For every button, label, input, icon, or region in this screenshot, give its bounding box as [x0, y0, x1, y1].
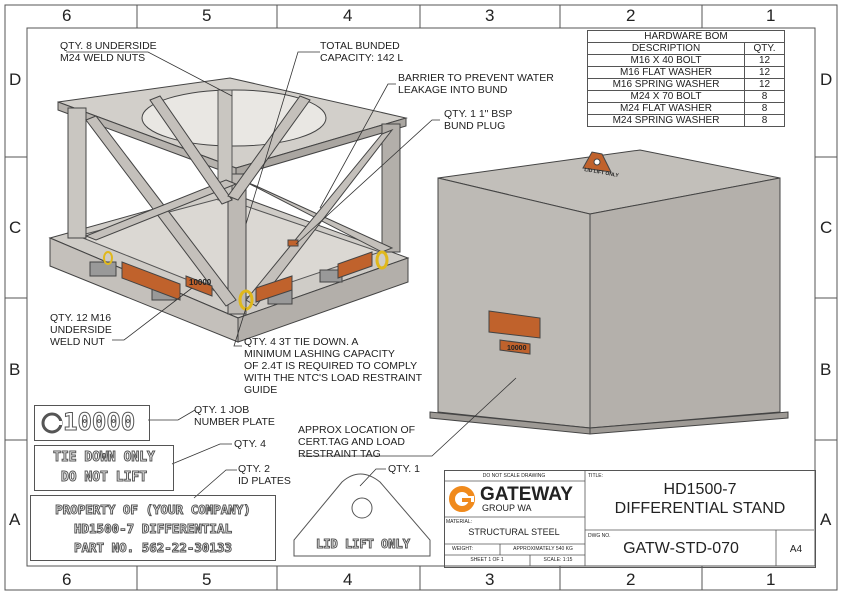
zone-col-5: 5 [202, 6, 212, 25]
id-plate-line3: PART NO. 562-22-30133 [73, 540, 233, 556]
gateway-logo-icon [449, 486, 475, 512]
gateway-g-icon [41, 412, 63, 434]
zone-row-c: C [9, 218, 22, 237]
zone-row-d-right: D [820, 70, 833, 89]
logo-name: GATEWAY [480, 484, 573, 505]
title-label: TITLE: [588, 473, 604, 479]
weight-label: WEIGHT: [452, 546, 473, 552]
sheet-label: SHEET 1 OF 1 [470, 557, 504, 563]
title-line1: HD1500-7 [663, 481, 737, 498]
zone-col-1: 1 [766, 6, 776, 25]
title-block [444, 470, 816, 568]
hardware-bom-table: HARDWARE BOM DESCRIPTION QTY. M16 X 40 B… [587, 30, 785, 127]
id-plate-line1: PROPERTY OF (YOUR COMPANY) [55, 502, 252, 518]
bom-cell: 8 [744, 114, 785, 127]
material-label: MATERIAL: [446, 519, 473, 525]
do-not-scale: DO NOT SCALE DRAWING [482, 473, 546, 479]
zone-col-4-bottom: 4 [343, 570, 353, 589]
zone-col-1-bottom: 1 [766, 570, 776, 589]
zone-row-b: B [9, 360, 21, 379]
zone-col-6: 6 [62, 6, 72, 25]
zone-col-5-bottom: 5 [202, 570, 212, 589]
zone-col-3-bottom: 3 [485, 570, 495, 589]
dwg-label: DWG NO. [588, 533, 611, 539]
zone-row-c-right: C [820, 218, 833, 237]
zone-col-2-bottom: 2 [626, 570, 636, 589]
note-tie-down: QTY. 4 3T TIE DOWN. A MINIMUM LASHING CA… [244, 336, 422, 396]
note-cert-tag: APPROX LOCATION OF CERT.TAG AND LOAD RES… [298, 424, 416, 460]
note-bund-plug: QTY. 1 1" BSP BUND PLUG [444, 108, 513, 132]
id-plate-line2: HD1500-7 DIFFERENTIAL [73, 521, 233, 537]
weight-value: APPROXIMATELY 540 KG [513, 546, 573, 552]
bom-cell: M24 SPRING WASHER [587, 114, 745, 127]
zone-col-6-bottom: 6 [62, 570, 72, 589]
note-id-plates: QTY. 2 ID PLATES [238, 463, 291, 487]
sheet-size: A4 [789, 544, 803, 555]
job-number-text: 10000 [62, 408, 136, 437]
zone-row-a-right: A [820, 510, 832, 529]
tie-down-plate: TIE DOWN ONLY DO NOT LIFT [34, 445, 174, 491]
dwg-number: GATW-STD-070 [623, 540, 739, 557]
zone-col-3: 3 [485, 6, 495, 25]
zone-row-b-right: B [820, 360, 832, 379]
job-number-plate: 10000 [34, 405, 150, 441]
note-weld-nuts-m24: QTY. 8 UNDERSIDE M24 WELD NUTS [60, 40, 157, 64]
note-qty1: QTY. 1 [388, 463, 420, 475]
note-weld-nut-m16: QTY. 12 M16 UNDERSIDE WELD NUT [50, 312, 112, 348]
lid-lift-text: LID LIFT ONLY [316, 537, 411, 552]
logo-sub: GROUP WA [482, 503, 532, 513]
tie-down-plate-line2: DO NOT LIFT [60, 470, 148, 486]
zone-row-a: A [9, 510, 21, 529]
note-job-plate: QTY. 1 JOB NUMBER PLATE [194, 404, 275, 428]
scale-label: SCALE: 1:15 [543, 557, 573, 563]
id-plate: PROPERTY OF (YOUR COMPANY) HD1500-7 DIFF… [30, 495, 276, 561]
zone-col-2: 2 [626, 6, 636, 25]
lid-lift-lug-drawing [293, 473, 431, 557]
note-bund-capacity: TOTAL BUNDED CAPACITY: 142 L [320, 40, 404, 64]
material-value: STRUCTURAL STEEL [468, 527, 560, 537]
note-barrier: BARRIER TO PREVENT WATER LEAKAGE INTO BU… [398, 72, 554, 96]
note-qty4: QTY. 4 [234, 438, 266, 450]
cover-job-plate-label: 10000 [507, 345, 527, 352]
title-line2: DIFFERENTIAL STAND [614, 500, 786, 517]
stand-job-plate-label: 10000 [189, 278, 212, 287]
zone-col-4: 4 [343, 6, 353, 25]
tie-down-plate-line1: TIE DOWN ONLY [53, 450, 156, 466]
zone-row-d: D [9, 70, 22, 89]
